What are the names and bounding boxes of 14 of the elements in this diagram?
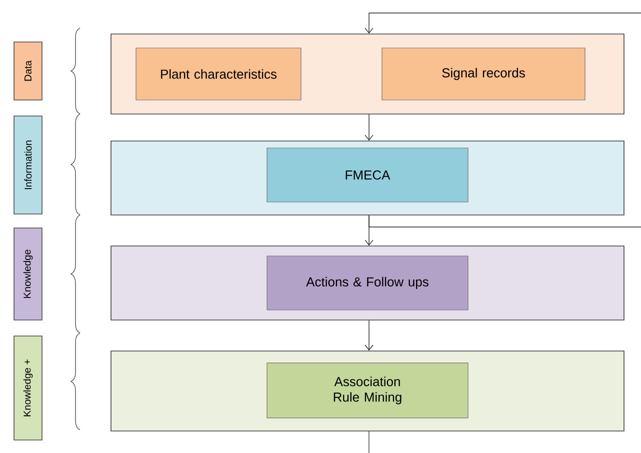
process-box: Signal records: [382, 48, 586, 100]
arrow: [364, 12, 641, 34]
connector: [368, 431, 370, 453]
connector: [368, 215, 641, 228]
level-label: Knowledge: [14, 228, 42, 320]
process-box: Plant characteristics: [136, 48, 302, 100]
arrow: [364, 114, 374, 141]
process-box: FMECA: [266, 148, 468, 202]
process-box: Actions & Follow ups: [266, 256, 468, 310]
level-label: Information: [14, 116, 42, 214]
arrow: [364, 320, 374, 351]
level-label: Data: [14, 42, 42, 100]
process-box: Association Rule Mining: [266, 362, 468, 418]
level-label: Knowledge +: [14, 336, 42, 440]
